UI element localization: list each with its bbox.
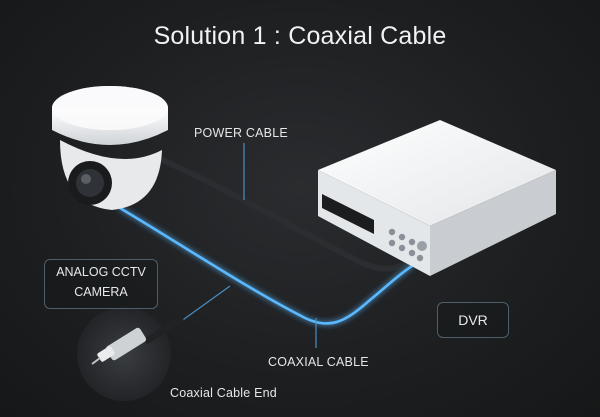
power-cable-label: POWER CABLE: [194, 126, 288, 140]
coax-end-leader: [179, 285, 231, 323]
dvr-label: DVR: [437, 302, 509, 338]
coaxial-end-label: Coaxial Cable End: [170, 386, 277, 400]
coax-connector-icon: [91, 316, 184, 365]
dvr-recorder-icon: [318, 120, 556, 276]
coaxial-cable-label: COAXIAL CABLE: [268, 355, 369, 369]
power-cable-line: [155, 155, 421, 272]
diagram-title: Solution 1 : Coaxial Cable: [153, 22, 447, 50]
coaxial-cable-line: [118, 206, 414, 325]
analog-camera-label: ANALOG CCTV CAMERA: [44, 259, 158, 309]
dome-camera-icon: [52, 86, 168, 210]
